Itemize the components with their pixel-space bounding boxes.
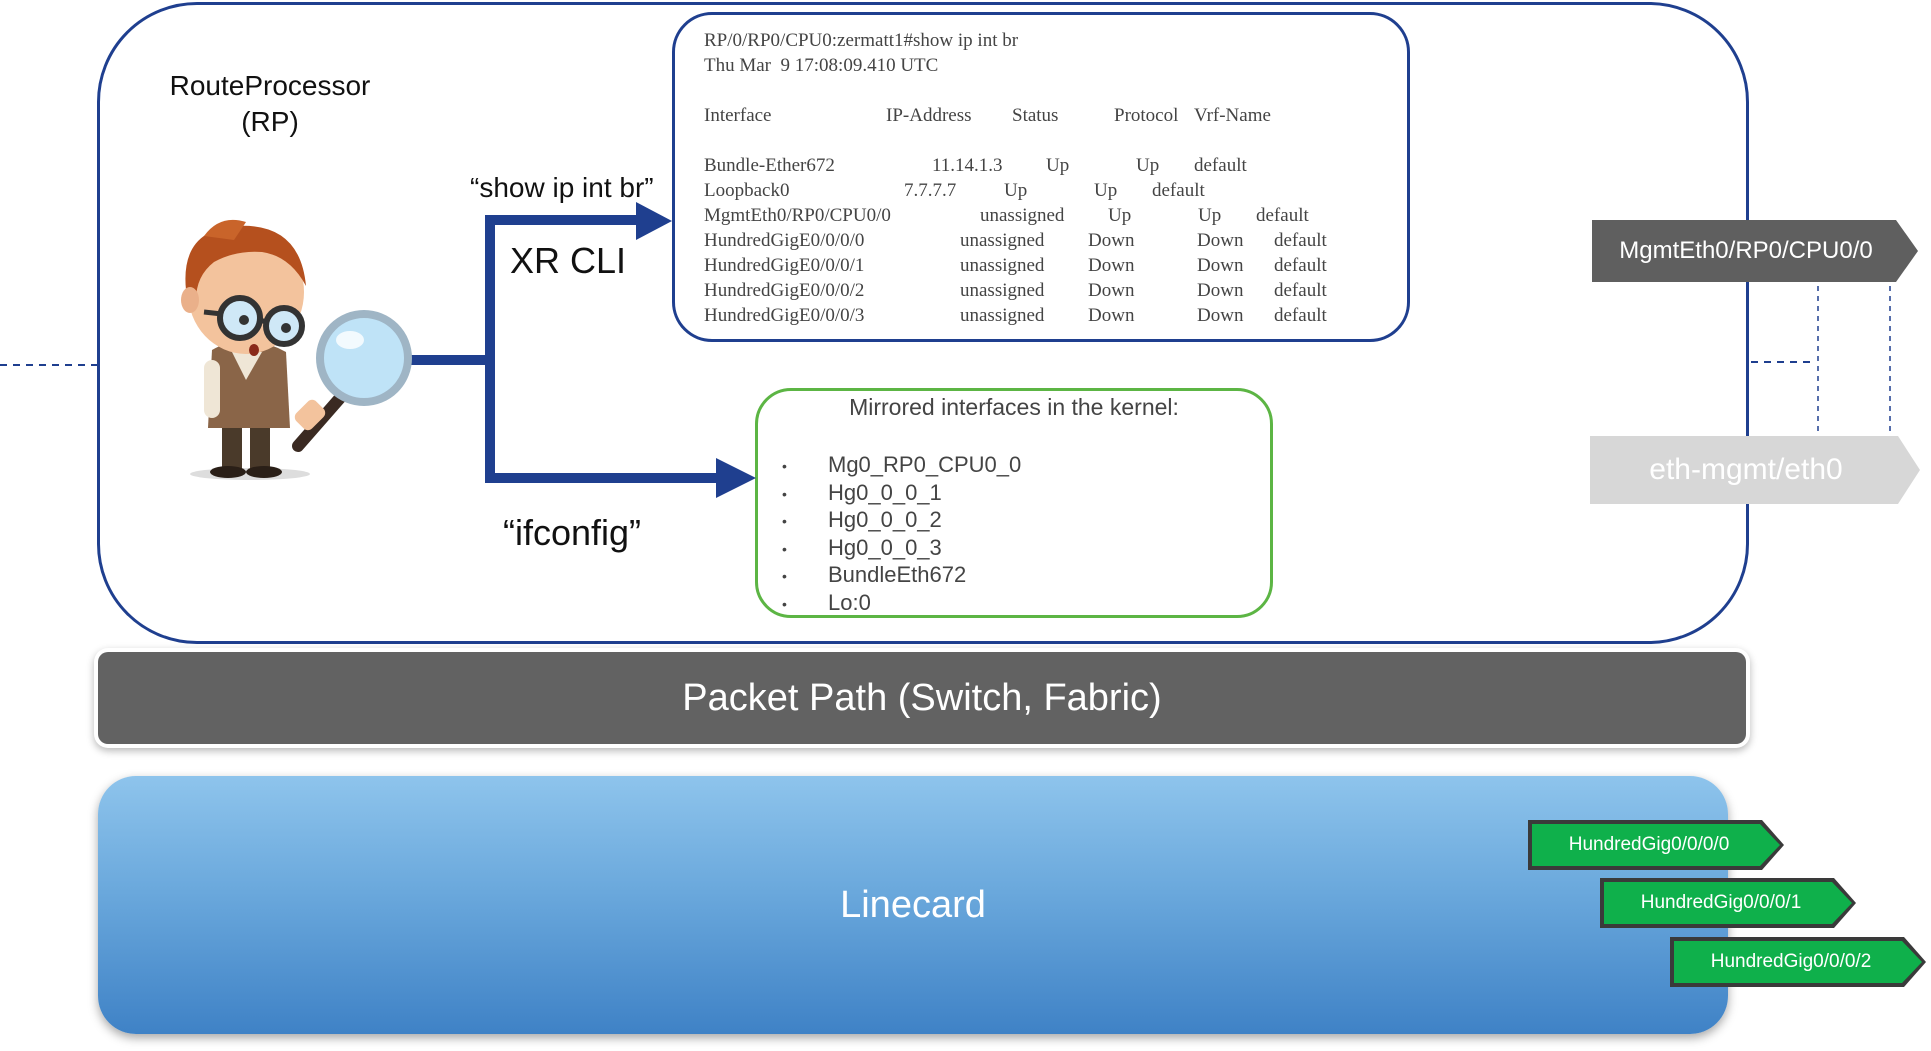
cli-header-protocol: Protocol [1114, 105, 1179, 126]
mgmt-port-label: MgmtEth0/RP0/CPU0/0 [1619, 237, 1873, 264]
cli-cell-interface: HundredGigE0/0/0/1 [704, 255, 865, 276]
cli-cell-status: Down [1088, 305, 1135, 326]
packet-path-bar: Packet Path (Switch, Fabric) [98, 652, 1746, 744]
cli-cell-ip: unassigned [960, 280, 1045, 301]
cli-cell-vrf: default [1274, 230, 1327, 251]
cli-timestamp: Thu Mar 9 17:08:09.410 UTC [704, 55, 939, 76]
cli-cell-protocol: Down [1197, 305, 1244, 326]
cli-output-box [672, 12, 1410, 342]
bullet-icon: • [782, 541, 787, 558]
cli-header-vrf: Vrf-Name [1194, 105, 1271, 126]
rp-title-line2: (RP) [241, 106, 299, 137]
kernel-list-item: • Hg0_0_0_2 [782, 507, 942, 533]
cli-cell-interface: HundredGigE0/0/0/2 [704, 280, 865, 301]
bullet-icon: • [782, 513, 787, 530]
mgmt-port-tag: MgmtEth0/RP0/CPU0/0 [1592, 220, 1918, 282]
linecard-port-tag: HundredGig0/0/0/1 [1600, 878, 1856, 928]
linecard-port-label: HundredGig0/0/0/1 [1604, 882, 1852, 924]
cli-cell-interface: HundredGigE0/0/0/3 [704, 305, 865, 326]
cli-cell-vrf: default [1274, 280, 1327, 301]
cli-cell-ip: 11.14.1.3 [932, 155, 1003, 176]
kernel-item-label: Hg0_0_0_2 [828, 507, 942, 532]
kernel-list-item: • Lo:0 [782, 590, 871, 616]
cli-cell-ip: unassigned [960, 230, 1045, 251]
kernel-list-item: • Mg0_RP0_CPU0_0 [782, 452, 1021, 478]
cli-cell-protocol: Up [1094, 180, 1118, 201]
cli-cell-vrf: default [1274, 305, 1327, 326]
cli-cell-status: Down [1088, 255, 1135, 276]
cli-header-interface: Interface [704, 105, 772, 126]
linecard-port-label: HundredGig0/0/0/2 [1674, 941, 1922, 983]
cli-cell-protocol: Down [1197, 255, 1244, 276]
cli-cell-protocol: Up [1136, 155, 1160, 176]
bullet-icon: • [782, 486, 787, 503]
cli-cell-status: Up [1046, 155, 1070, 176]
cli-cell-vrf: default [1194, 155, 1247, 176]
linecard-port-tag: HundredGig0/0/0/0 [1528, 820, 1784, 870]
cli-cell-status: Up [1004, 180, 1028, 201]
cli-cell-ip: 7.7.7.7 [904, 180, 957, 201]
cli-cell-ip: unassigned [960, 255, 1045, 276]
kernel-item-label: Hg0_0_0_3 [828, 535, 942, 560]
cli-cell-vrf: default [1256, 205, 1309, 226]
linecard-port-label: HundredGig0/0/0/0 [1532, 824, 1780, 866]
cli-header-ip: IP-Address [886, 105, 972, 126]
cli-cell-protocol: Up [1198, 205, 1222, 226]
cli-cell-status: Down [1088, 230, 1135, 251]
cli-cell-ip: unassigned [980, 205, 1065, 226]
kernel-list-item: • Hg0_0_0_3 [782, 535, 942, 561]
arrow-to-kernel [485, 360, 720, 483]
linecard-port-tag: HundredGig0/0/0/2 [1670, 937, 1926, 987]
kernel-list-item: • Hg0_0_0_1 [782, 480, 942, 506]
cli-prompt: RP/0/RP0/CPU0:zermatt1#show ip int br [704, 30, 1019, 51]
eth-mgmt-label: eth-mgmt/eth0 [1649, 453, 1843, 486]
kernel-item-label: BundleEth672 [828, 562, 967, 587]
xr-cli-label: XR CLI [510, 240, 627, 281]
eth-mgmt-tag: eth-mgmt/eth0 [1590, 436, 1920, 504]
cli-cell-interface: HundredGigE0/0/0/0 [704, 230, 865, 251]
ifconfig-label: “ifconfig” [503, 512, 642, 553]
cli-cell-status: Down [1088, 280, 1135, 301]
kernel-interfaces-box [755, 388, 1273, 618]
kernel-item-label: Hg0_0_0_1 [828, 480, 942, 505]
arrowhead-kernel [716, 458, 756, 498]
kernel-item-label: Mg0_RP0_CPU0_0 [828, 452, 1022, 477]
kernel-title: Mirrored interfaces in the kernel: [849, 394, 1179, 420]
cli-cell-interface: Bundle-Ether672 [704, 155, 835, 176]
cli-cell-vrf: default [1152, 180, 1205, 201]
bullet-icon: • [782, 568, 787, 585]
kernel-item-label: Lo:0 [828, 590, 871, 615]
cli-cell-vrf: default [1274, 255, 1327, 276]
bullet-icon: • [782, 458, 787, 475]
linecard: Linecard [98, 776, 1728, 1034]
rp-title-line1: RouteProcessor [169, 70, 371, 101]
cli-header-status: Status [1012, 105, 1059, 126]
cli-cell-interface: Loopback0 [704, 180, 790, 201]
cli-cell-interface: MgmtEth0/RP0/CPU0/0 [704, 205, 891, 226]
arrow-to-cli [485, 215, 640, 360]
cli-cell-protocol: Down [1197, 280, 1244, 301]
route-processor-title: RouteProcessor (RP) [140, 68, 400, 140]
bullet-icon: • [782, 596, 787, 613]
show-command-label: “show ip int br” [470, 172, 654, 203]
cli-cell-ip: unassigned [960, 305, 1045, 326]
kernel-list-item: • BundleEth672 [782, 562, 966, 588]
arrowhead-cli [636, 202, 672, 240]
cli-cell-status: Up [1108, 205, 1132, 226]
cli-cell-protocol: Down [1197, 230, 1244, 251]
